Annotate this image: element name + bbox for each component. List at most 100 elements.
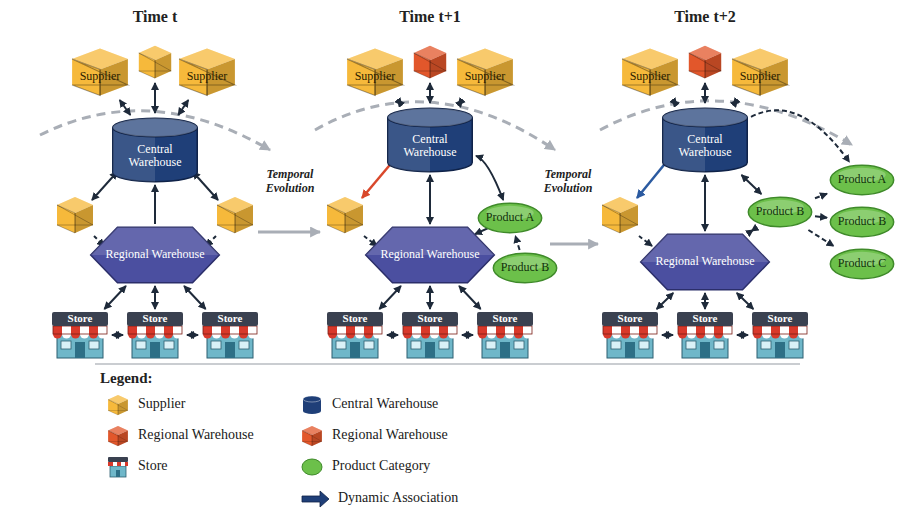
- dynamic-association: [387, 334, 398, 336]
- store-icon: Store: [400, 311, 460, 359]
- node-label: Store: [125, 312, 185, 324]
- legend-text: Regional Warehouse: [332, 427, 448, 443]
- dynamic-association: [398, 100, 402, 105]
- legend-swatch: [300, 394, 324, 416]
- transition-label: Temporal Evolution: [538, 168, 598, 196]
- node-label: Supplier: [619, 70, 681, 83]
- dynamic-association: [662, 334, 673, 336]
- supplier-cube: Supplier: [619, 46, 681, 98]
- dynamic-association: [673, 100, 677, 105]
- dynamic-association: [112, 334, 123, 336]
- node-label: Store: [200, 312, 260, 324]
- node-label: Regional Warehouse: [638, 255, 772, 268]
- dynamic-association: [120, 100, 131, 115]
- supplier-cube: Supplier: [176, 46, 238, 98]
- dynamic-association: [458, 100, 462, 105]
- legend-swatch: [300, 488, 330, 510]
- dynamic-association: [476, 156, 503, 200]
- legend-swatch: [300, 425, 324, 447]
- store-icon: Store: [50, 311, 110, 359]
- dynamic-association: [815, 194, 827, 199]
- dynamic-association: [379, 286, 401, 309]
- store-icon: Store: [325, 311, 385, 359]
- dynamic-association: [459, 286, 481, 309]
- dynamic-association: [657, 293, 674, 309]
- node-label: Supplier: [729, 70, 791, 83]
- dynamic-association: [742, 175, 762, 194]
- node-label: Store: [750, 312, 810, 324]
- dynamic-association: [154, 185, 156, 224]
- dynamic-association: [752, 230, 754, 231]
- dynamic-association: [104, 286, 126, 309]
- store-icon: Store: [600, 311, 660, 359]
- node-label: Product B: [747, 205, 813, 218]
- time-title: Time t+2: [645, 8, 765, 26]
- product-category: Product B: [492, 252, 558, 284]
- dynamic-association: [704, 293, 706, 309]
- node-label: Product A: [829, 173, 895, 186]
- node-label: Product C: [829, 257, 895, 270]
- regional-warehouse: Regional Warehouse: [363, 226, 497, 284]
- node-label: Supplier: [454, 70, 516, 83]
- node-label: Product A: [477, 211, 543, 224]
- store-icon: Store: [200, 311, 260, 359]
- dynamic-association: [737, 334, 748, 336]
- legend-swatch: [300, 456, 324, 478]
- supplier-cube: Supplier: [69, 46, 131, 98]
- dynamic-association: [808, 230, 833, 246]
- dynamic-association: [154, 286, 156, 309]
- supplier-cube: Supplier: [454, 46, 516, 98]
- product-category: Product A: [477, 202, 543, 234]
- node-label: Store: [325, 312, 385, 324]
- dynamic-association: [515, 236, 519, 250]
- dynamic-association: [178, 100, 188, 115]
- dynamic-association: [429, 286, 431, 309]
- node-label: Supplier: [69, 70, 131, 83]
- store-icon: Store: [125, 311, 185, 359]
- store-icon: Store: [750, 311, 810, 359]
- dynamic-association: [751, 110, 849, 162]
- dynamic-association: [704, 175, 706, 231]
- dynamic-association: [184, 286, 206, 309]
- supplier-cube: Supplier: [344, 46, 406, 98]
- node-label: Product B: [492, 261, 558, 274]
- central-warehouse: Central Warehouse: [386, 107, 474, 173]
- node-label: Store: [50, 312, 110, 324]
- supplier-cube: Supplier: [729, 46, 791, 98]
- node-label: Central Warehouse: [386, 133, 474, 160]
- legend-text: Supplier: [138, 396, 185, 412]
- node-label: Product B: [829, 215, 895, 228]
- dynamic-association: [187, 334, 198, 336]
- store-icon: Store: [675, 311, 735, 359]
- node-label: Supplier: [176, 70, 238, 83]
- time-title: Time t+1: [370, 8, 490, 26]
- time-title: Time t: [95, 8, 215, 26]
- node-label: Regional Warehouse: [88, 248, 222, 261]
- central-warehouse: Central Warehouse: [111, 117, 199, 183]
- transition-label: Temporal Evolution: [255, 168, 325, 196]
- product-category: Product C: [829, 248, 895, 280]
- central-warehouse: Central Warehouse: [661, 107, 749, 173]
- legend-text: Dynamic Association: [338, 490, 458, 506]
- regional-warehouse: Regional Warehouse: [88, 226, 222, 284]
- node-label: Supplier: [344, 70, 406, 83]
- regional-warehouse: Regional Warehouse: [638, 233, 772, 291]
- node-label: Store: [675, 312, 735, 324]
- legend-heading: Legend:: [100, 370, 153, 387]
- legend-swatch: [106, 456, 130, 478]
- legend-text: Product Category: [332, 458, 430, 474]
- dynamic-association: [733, 100, 737, 105]
- legend-text: Regional Warehouse: [138, 427, 254, 443]
- node-label: Store: [475, 312, 535, 324]
- legend-text: Central Warehouse: [332, 396, 438, 412]
- node-label: Central Warehouse: [111, 143, 199, 170]
- product-category: Product B: [829, 206, 895, 238]
- legend-swatch: [106, 425, 130, 447]
- node-label: Regional Warehouse: [363, 248, 497, 261]
- dynamic-association: [737, 293, 754, 309]
- dynamic-association: [462, 334, 473, 336]
- node-label: Store: [600, 312, 660, 324]
- node-label: Store: [400, 312, 460, 324]
- legend-text: Store: [138, 458, 168, 474]
- product-category: Product A: [829, 164, 895, 196]
